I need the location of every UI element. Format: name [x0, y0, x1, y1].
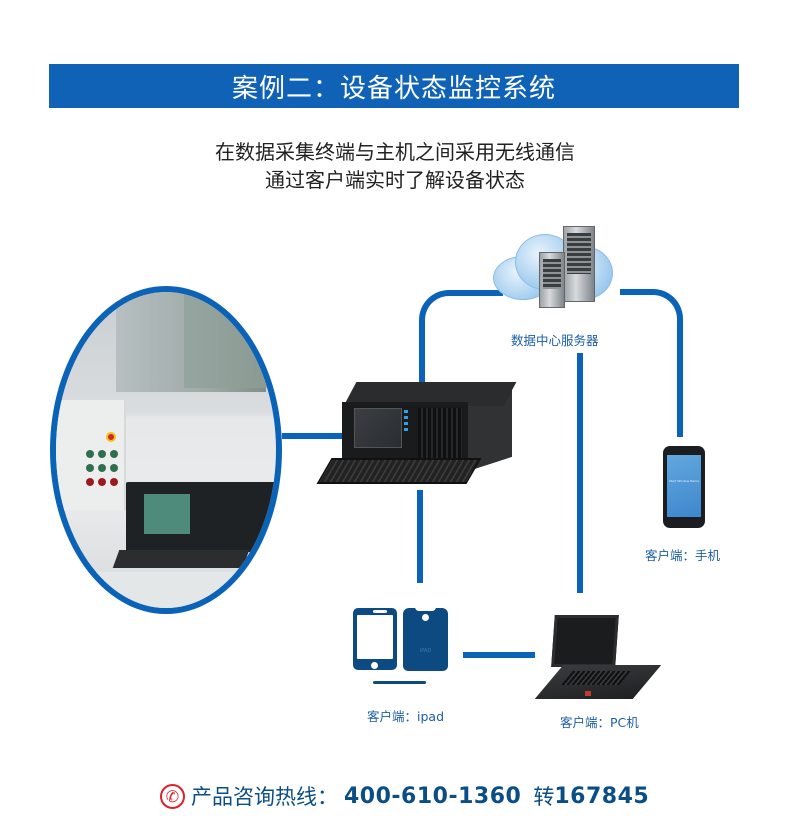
connector-host-ipad: [417, 490, 423, 583]
tablet-screen: [357, 615, 393, 659]
cloud-server-icon: [493, 226, 613, 308]
panel-button-icon: [98, 450, 106, 458]
extension-prefix: 转: [533, 785, 555, 809]
smartphone-icon: Start Window Name: [663, 446, 705, 528]
ipc-keyboard: [316, 458, 482, 484]
connector-photo-host: [282, 433, 346, 439]
panel-button-icon: [110, 478, 118, 486]
connector-ipad-pc: [463, 652, 535, 658]
field-terminal-photo: [50, 286, 282, 614]
panel-button-icon: [98, 478, 106, 486]
tablet-brand: IPAD: [419, 648, 432, 654]
hotline-number[interactable]: 400-610-1360: [344, 783, 522, 809]
panel-button-icon: [98, 464, 106, 472]
panel-button-icon: [86, 464, 94, 472]
server-label: 数据中心服务器: [511, 333, 599, 348]
server-rack-icon: [563, 226, 595, 302]
hotline-label: 产品咨询热线：: [191, 785, 338, 809]
panel-button-icon: [86, 478, 94, 486]
tablet-rear-camera: [422, 614, 429, 621]
ipc-status-leds: [404, 410, 408, 434]
tablet-notch: [415, 607, 436, 611]
phone-screen-text: Start Window Name: [669, 479, 699, 483]
connector-server-phone: [620, 289, 683, 437]
panel-button-icon: [110, 450, 118, 458]
photo-pc-screen: [144, 494, 190, 534]
tablet-front-icon: [353, 608, 397, 670]
connector-host-server: [419, 290, 503, 420]
laptop-sticker: [585, 691, 591, 696]
ipc-vent: [418, 408, 462, 458]
tablet-camera: [373, 610, 387, 613]
photo-pc-keyboard: [112, 550, 250, 568]
intro-line-1: 在数据采集终端与主机之间采用无线通信: [215, 140, 575, 164]
photo-desk: [56, 572, 276, 608]
laptop-icon: [534, 615, 662, 705]
connector-server-pc: [577, 353, 583, 593]
ipad-label: 客户端：ipad: [367, 709, 445, 724]
phone-icon: ✆: [160, 783, 185, 809]
industrial-host-computer: [316, 378, 520, 498]
photo-window-glass: [184, 292, 274, 388]
phone-screen: [667, 455, 701, 517]
panel-button-icon: [110, 464, 118, 472]
stylus-icon: [373, 681, 426, 684]
tablet-back-icon: IPAD: [403, 607, 448, 671]
hotline: ✆ 产品咨询热线： 400-610-1360 转 167845: [160, 780, 649, 812]
phone-label: 客户端：手机: [645, 548, 721, 563]
ipc-screen: [354, 408, 402, 448]
server-rack-icon: [539, 252, 565, 308]
tablet-home-button: [371, 662, 378, 669]
laptop-lid: [551, 615, 619, 667]
pc-label: 客户端：PC机: [560, 715, 639, 730]
emergency-stop-icon: [106, 432, 116, 442]
intro-line-2: 通过客户端实时了解设备状态: [265, 168, 525, 192]
laptop-keyboard: [561, 671, 631, 685]
page-title: 案例二：设备状态监控系统: [231, 73, 556, 104]
title-banner: 案例二：设备状态监控系统: [49, 64, 739, 108]
panel-button-icon: [86, 450, 94, 458]
extension-number: 167845: [554, 783, 650, 809]
